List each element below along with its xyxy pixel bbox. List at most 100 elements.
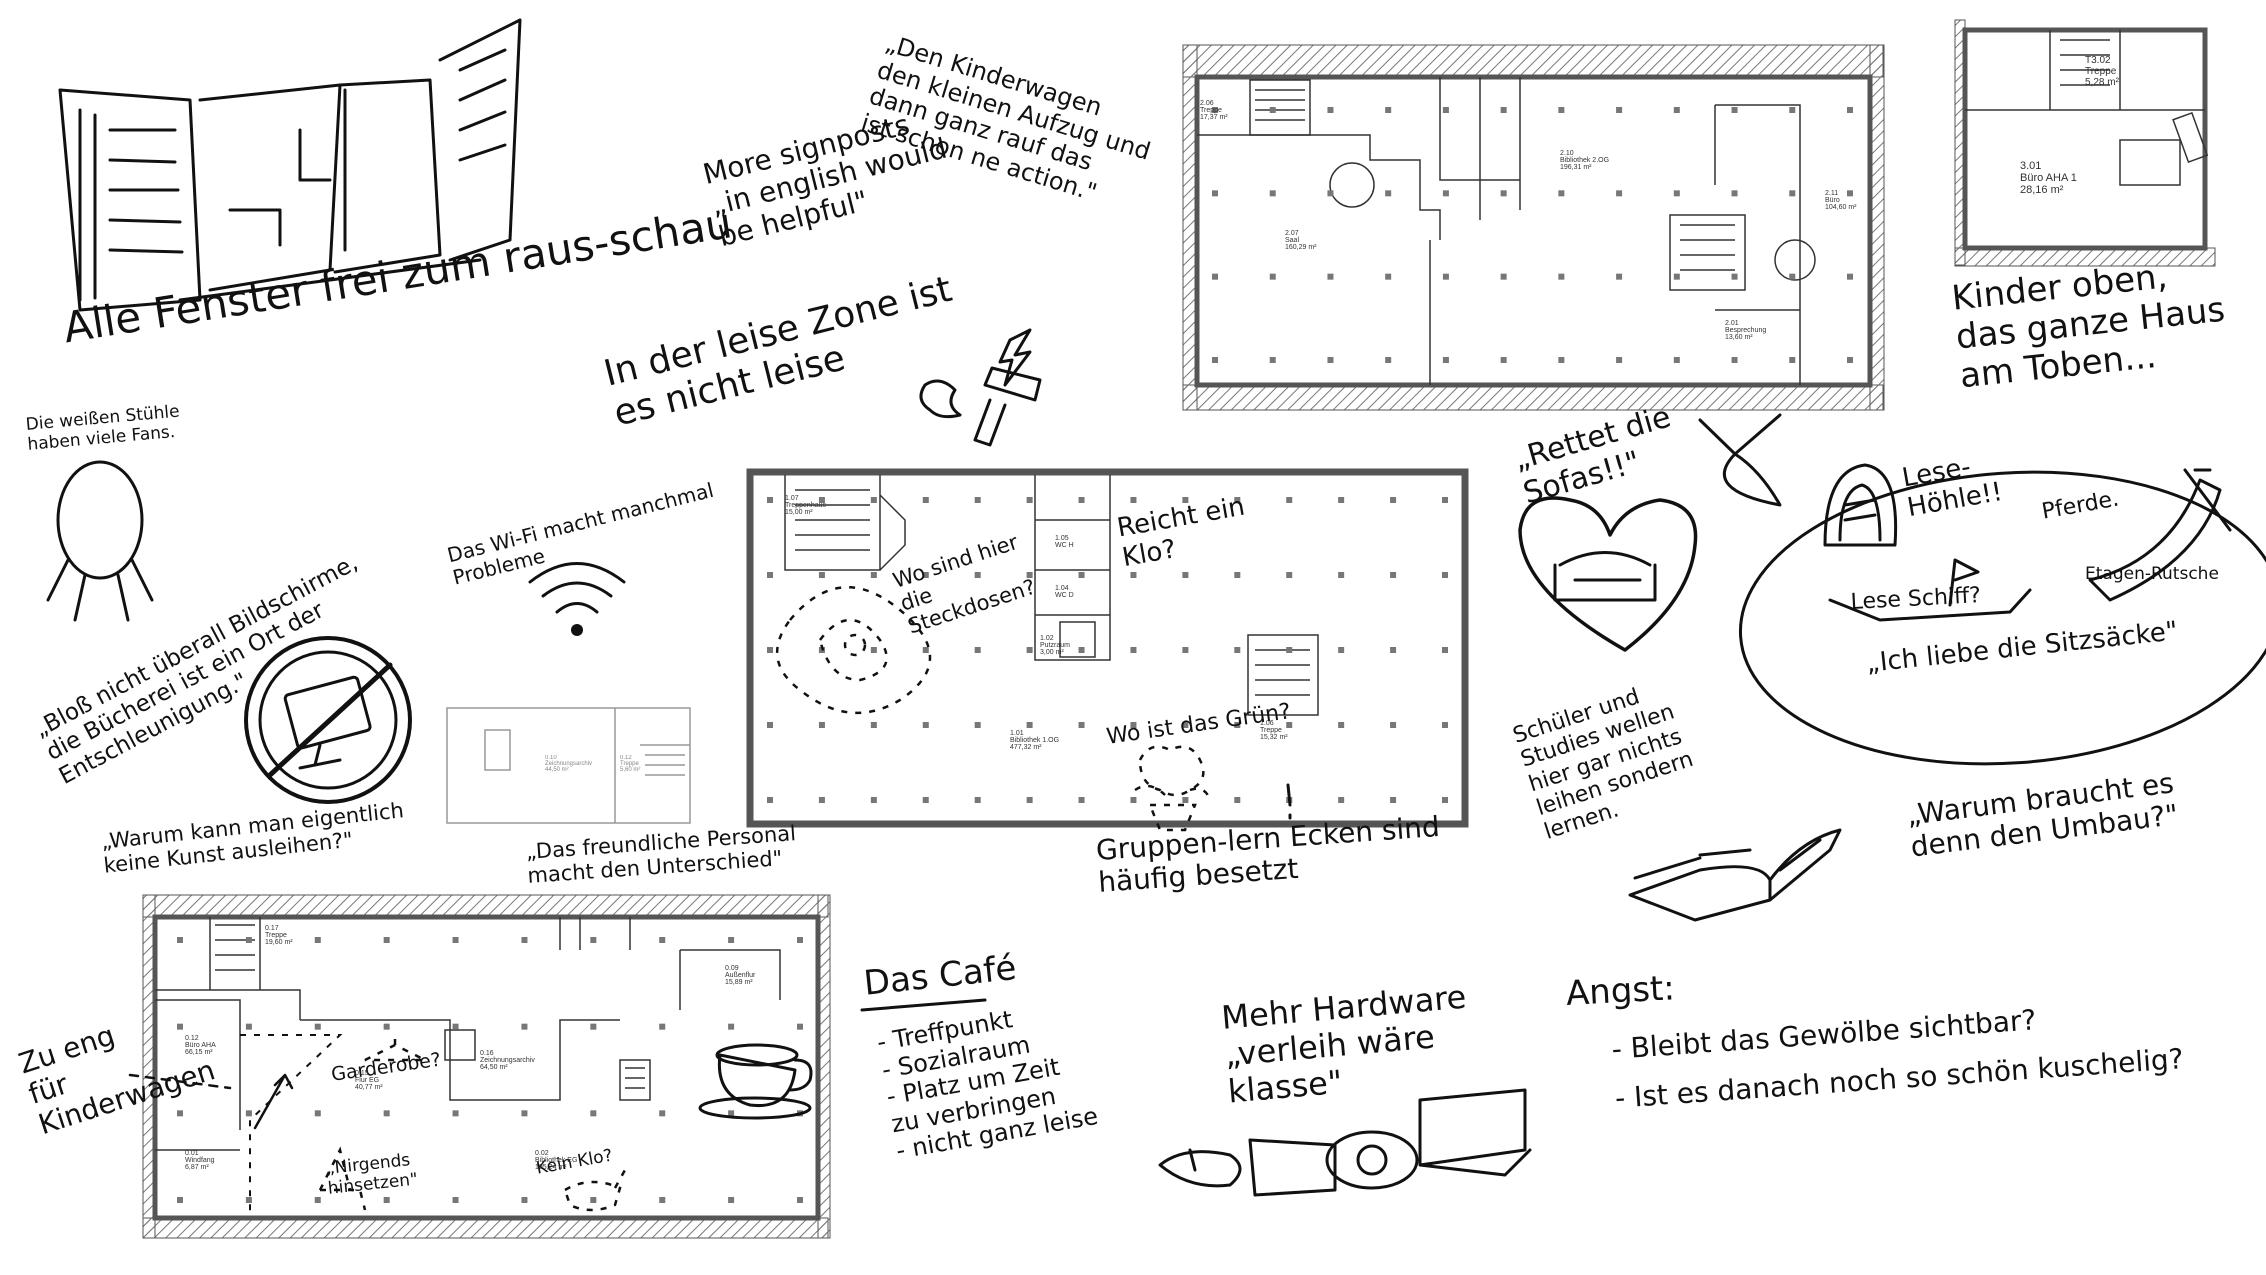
plan-1og-cleaning: 1.02 Putzraum 3,00 m² bbox=[1040, 635, 1070, 656]
plan-column bbox=[1212, 273, 1218, 280]
plan-column bbox=[1558, 107, 1565, 113]
plan-eg-archive: 0.16 Zeichnungsarchiv 64,50 m² bbox=[480, 1050, 535, 1071]
plan-column bbox=[177, 1197, 183, 1203]
plan-column bbox=[1286, 647, 1293, 653]
kids-area bbox=[1698, 413, 2266, 766]
plan-column bbox=[728, 937, 735, 943]
plan-column bbox=[1327, 190, 1334, 197]
plan-column bbox=[1286, 572, 1293, 578]
plan-column bbox=[1269, 190, 1276, 197]
plan-column bbox=[590, 1023, 597, 1030]
plan-column bbox=[383, 1023, 390, 1030]
plan-column bbox=[1673, 107, 1680, 113]
plan-column bbox=[245, 1023, 252, 1030]
chair-icon bbox=[46, 460, 154, 622]
plan-column bbox=[1390, 722, 1397, 728]
plan-column bbox=[1385, 273, 1392, 280]
plan-column bbox=[1130, 497, 1137, 503]
plan-2og-office: 2.11 Büro 104,60 m² bbox=[1825, 190, 1857, 211]
plan-column bbox=[1673, 273, 1680, 280]
plan-column bbox=[818, 722, 825, 728]
floor-plan-eg bbox=[128, 894, 831, 1239]
plan-column bbox=[767, 572, 773, 578]
plan-column bbox=[1847, 107, 1853, 113]
plan-column bbox=[818, 797, 825, 803]
book-icon bbox=[1628, 828, 1842, 922]
plan-column bbox=[1385, 107, 1392, 113]
plan-column bbox=[590, 1110, 597, 1117]
plan-column bbox=[767, 647, 773, 653]
plan-column bbox=[1078, 647, 1085, 653]
plan-column bbox=[177, 1110, 183, 1117]
plan-column bbox=[1442, 497, 1448, 503]
plan-column bbox=[922, 647, 929, 653]
plan-column bbox=[1327, 107, 1334, 113]
plan-column bbox=[1286, 722, 1293, 728]
plan-column bbox=[452, 937, 459, 943]
plan-column bbox=[1442, 797, 1448, 803]
plan-column bbox=[1078, 797, 1085, 803]
floor-plan-small bbox=[446, 707, 691, 824]
plan-column bbox=[797, 1023, 803, 1030]
floor-plan-3og bbox=[1954, 19, 2216, 267]
plan-column bbox=[974, 647, 981, 653]
plan-eg-hall: 0.15 Flur EG 40,77 m² bbox=[355, 1070, 383, 1091]
plan-column bbox=[1078, 497, 1085, 503]
plan-column bbox=[1130, 722, 1137, 728]
plan-column bbox=[1500, 107, 1507, 113]
plan-column bbox=[1338, 647, 1345, 653]
plan-eg-corridor: 0.09 Außenflur 15,89 m² bbox=[725, 965, 756, 986]
plan-column bbox=[1847, 357, 1853, 363]
plan-column bbox=[314, 1023, 321, 1030]
plan-column bbox=[870, 647, 877, 653]
plan-column bbox=[245, 1110, 252, 1117]
plan-column bbox=[1789, 273, 1796, 280]
hammer-lightning-icon bbox=[919, 328, 1042, 447]
coffee-cup-icon bbox=[698, 1043, 813, 1120]
plan-column bbox=[1269, 273, 1276, 280]
plan-column bbox=[1442, 722, 1448, 728]
plan-column bbox=[818, 497, 825, 503]
plan-column bbox=[1130, 797, 1137, 803]
plan-column bbox=[1385, 190, 1392, 197]
note-fear-title: Angst: bbox=[1564, 968, 1676, 1014]
plan-column bbox=[1182, 722, 1189, 728]
socket-scribble bbox=[775, 586, 932, 715]
plan-column bbox=[314, 937, 321, 943]
plan-column bbox=[728, 1110, 735, 1117]
plan-column bbox=[1286, 497, 1293, 503]
plan-column bbox=[1385, 357, 1392, 363]
plan-3og-office: 3.01 Büro AHA 1 28,16 m² bbox=[2020, 160, 2077, 196]
plan-column bbox=[1442, 647, 1448, 653]
plan-column bbox=[177, 1023, 183, 1030]
plan-column bbox=[659, 937, 666, 943]
plan-2og-stairs: 2.06 Treppe 17,37 m² bbox=[1200, 100, 1228, 121]
plan-column bbox=[1234, 722, 1241, 728]
plan-column bbox=[1182, 647, 1189, 653]
plan-column bbox=[1390, 497, 1397, 503]
plan-column bbox=[1026, 797, 1033, 803]
plan-column bbox=[1789, 357, 1796, 363]
plan-column bbox=[1442, 273, 1449, 280]
plan-2og-hall: 2.07 Saal 160,29 m² bbox=[1285, 230, 1317, 251]
plan-column bbox=[590, 1197, 597, 1203]
plan-column bbox=[974, 497, 981, 503]
plan-column bbox=[383, 1197, 390, 1203]
plan-column bbox=[1558, 190, 1565, 197]
plan-column bbox=[1500, 273, 1507, 280]
plan-column bbox=[974, 722, 981, 728]
plan-column bbox=[870, 722, 877, 728]
plan-column bbox=[1847, 273, 1853, 280]
plan-column bbox=[1338, 722, 1345, 728]
plan-column bbox=[1338, 497, 1345, 503]
plan-column bbox=[1212, 107, 1218, 113]
floor-plan-1og bbox=[746, 468, 1469, 828]
plan-column bbox=[177, 937, 183, 943]
plan-column bbox=[383, 1110, 390, 1117]
plan-column bbox=[1442, 107, 1449, 113]
plan-column bbox=[1673, 357, 1680, 363]
plan-column bbox=[1390, 572, 1397, 578]
plan-column bbox=[1338, 797, 1345, 803]
